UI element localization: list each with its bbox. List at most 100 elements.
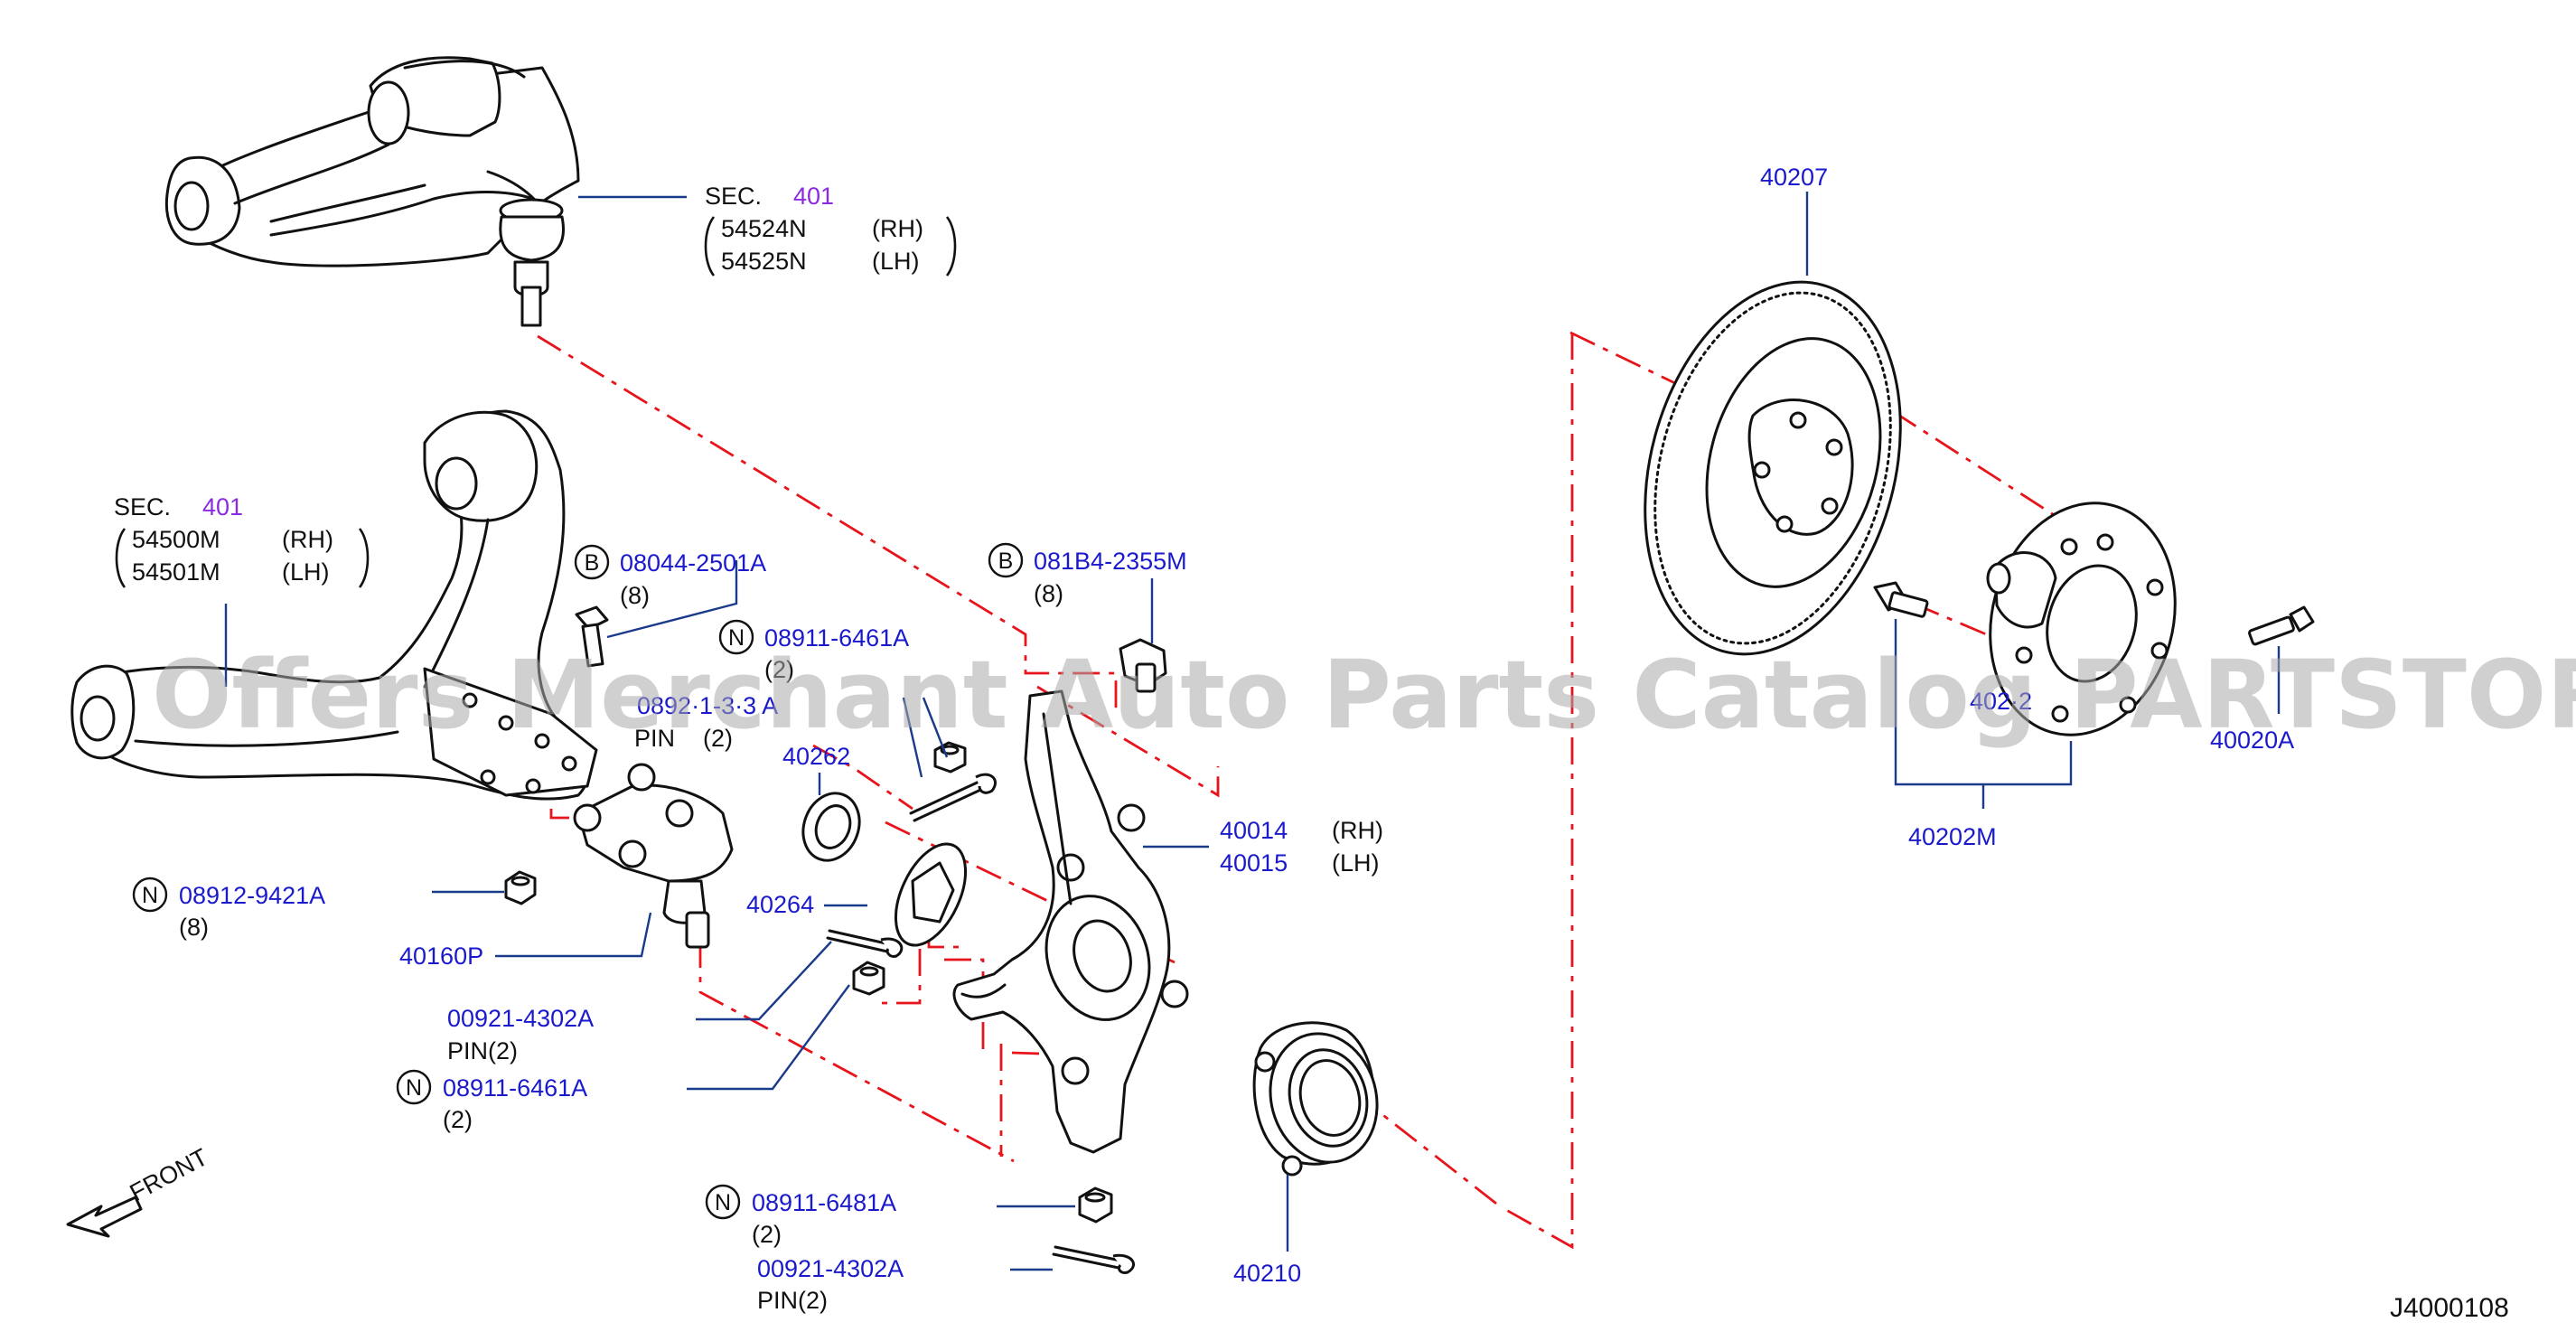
nut-circle-icon [396,1069,432,1105]
callout-prefix: B [585,550,600,576]
part-number-40015[interactable]: 40015 [1220,849,1288,877]
callout-08911-6461a-upper[interactable]: N 08911-6461A (2) [718,619,909,683]
callout-08912-9421a[interactable]: N 08912-9421A (8) [132,877,325,941]
part-qty: (8) [1034,580,1063,607]
part-number-40020a[interactable]: 40020A [2210,727,2294,754]
watermark-text: Offers Merchant Auto Parts Catalog PARTS… [152,640,2576,750]
nut-08911-lower-leader [687,984,850,1091]
part-number-link[interactable]: 08911-6461A [443,1074,587,1102]
part-number-partial[interactable]: 402·2 [1970,688,2032,715]
nut-08911-upper-icon [933,741,967,774]
callout-knuckle[interactable]: 40014 (RH) 40015 (LH) [1220,817,1383,877]
lower-arm-right-paren [358,528,370,588]
pin-label: PIN [634,725,675,752]
lower-arm-sec-label: SEC. [114,493,171,520]
hub-bolt-40020a-icon [2248,605,2315,646]
part-qty: (2) [752,1221,782,1248]
cotter-pin-lower-1-icon [826,929,904,958]
callout-081b4-2355m[interactable]: B 081B4-2355M (8) [988,542,1187,607]
bolt-08044-leader [606,560,738,639]
front-arrow-icon [66,1196,143,1238]
upper-arm-rh-code: 54524N [721,215,807,242]
part-number-link[interactable]: 08912-9421A [179,882,325,909]
part-number-link[interactable]: 08911-6461A [764,624,909,652]
knuckle-rh-side: (RH) [1332,817,1383,844]
callout-prefix: B [998,549,1014,574]
ball-joint-leader [495,912,652,958]
callout-08911-6481a[interactable]: N 08911-6481A (2) [705,1184,896,1248]
callout-00921-4302a-2[interactable]: 00921-4302A PIN(2) [757,1255,904,1314]
knuckle-lh-side: (LH) [1332,849,1380,877]
part-number-40014[interactable]: 40014 [1220,817,1288,844]
bolt-circle-icon [574,544,610,580]
pin-1-leader [696,941,832,1021]
part-number-link[interactable]: 00921-4302A [757,1255,904,1282]
nut-08911-lower-icon [852,961,885,996]
steering-knuckle [952,689,1189,1154]
part-qty: (2) [703,725,733,752]
ball-joint-icon [573,763,734,949]
upper-arm-right-paren [945,216,957,277]
part-number-link[interactable]: 08044-2501A [620,549,766,577]
callout-pin-partial[interactable]: 0892·1-3·3 A PIN (2) [634,692,778,752]
part-qty: (8) [179,914,209,941]
upper-arm-rh-side: (RH) [872,215,923,242]
part-number-40262[interactable]: 40262 [782,743,850,770]
bolt-circle-icon [988,542,1024,578]
cotter-pin-upper-icon [909,773,997,822]
lower-arm-rh-side: (RH) [282,526,333,553]
upper-arm-left-paren [704,216,716,277]
part-number-link[interactable]: 08911-6481A [752,1189,896,1216]
upper-arm-callout[interactable]: SEC. 401 54524N (RH) 54525N (LH) [704,183,957,277]
lower-control-arm [70,409,598,801]
bolt-081b4-icon [1119,638,1167,693]
upper-arm-lh-code: 54525N [721,248,807,275]
bolt-08044-icon [575,605,609,668]
upper-pin-leader-2 [922,697,949,758]
brake-rotor-40207 [1644,280,1902,656]
hub-assembly-40202m [1986,502,2177,736]
seal-40262-icon [801,792,861,862]
part-number-link[interactable]: 0892·1-3·3 A [637,692,778,719]
nut-circle-icon [718,619,754,655]
part-number-link[interactable]: 081B4-2355M [1034,548,1187,575]
upper-arm-sec-number[interactable]: 401 [793,183,834,210]
lower-arm-left-paren [115,528,126,588]
part-number-40210[interactable]: 40210 [1233,1260,1301,1287]
front-label: FRONT [126,1143,212,1206]
nut-08911-6481-icon [1078,1186,1113,1224]
callout-08911-6461a-lower[interactable]: N 08911-6461A (2) [396,1069,587,1133]
upper-arm-lh-side: (LH) [872,248,920,275]
callout-prefix: N [728,625,745,651]
part-qty: (8) [620,582,650,609]
callout-00921-4302a-1[interactable]: 00921-4302A PIN(2) [447,1005,594,1064]
part-number-40264[interactable]: 40264 [746,891,814,918]
part-number-40202m[interactable]: 40202M [1908,823,1997,850]
hub-stud-icon [1873,581,1929,618]
upper-control-arm [164,56,580,327]
lower-arm-lh-code: 54501M [132,558,220,586]
callout-prefix: N [142,883,158,908]
lower-arm-callout[interactable]: SEC. 401 54500M (RH) 54501M (LH) [114,493,370,588]
upper-arm-sec-label: SEC. [705,183,762,210]
part-number-40160p[interactable]: 40160P [399,942,483,970]
callout-prefix: N [715,1190,731,1215]
part-qty: (2) [764,656,794,683]
part-qty: (2) [443,1106,473,1133]
lower-arm-lh-side: (LH) [282,558,330,586]
hub-bearing-40210 [1252,1021,1379,1177]
upper-pin-leader-1 [902,697,923,778]
part-number-link[interactable]: 00921-4302A [447,1005,594,1032]
callout-08044-2501a[interactable]: B 08044-2501A (8) [574,544,766,609]
diagram-code: J4000108 [2390,1293,2509,1323]
lower-arm-rh-code: 54500M [132,526,220,553]
nut-circle-icon [132,877,168,913]
cotter-pin-lower-2-icon [1052,1245,1135,1274]
plate-40264-icon [894,842,968,947]
nut-08912-icon [504,870,537,905]
pin-label: PIN(2) [447,1037,518,1064]
lower-arm-sec-number[interactable]: 401 [202,493,243,520]
callout-prefix: N [406,1075,422,1101]
part-number-40207[interactable]: 40207 [1760,164,1828,191]
